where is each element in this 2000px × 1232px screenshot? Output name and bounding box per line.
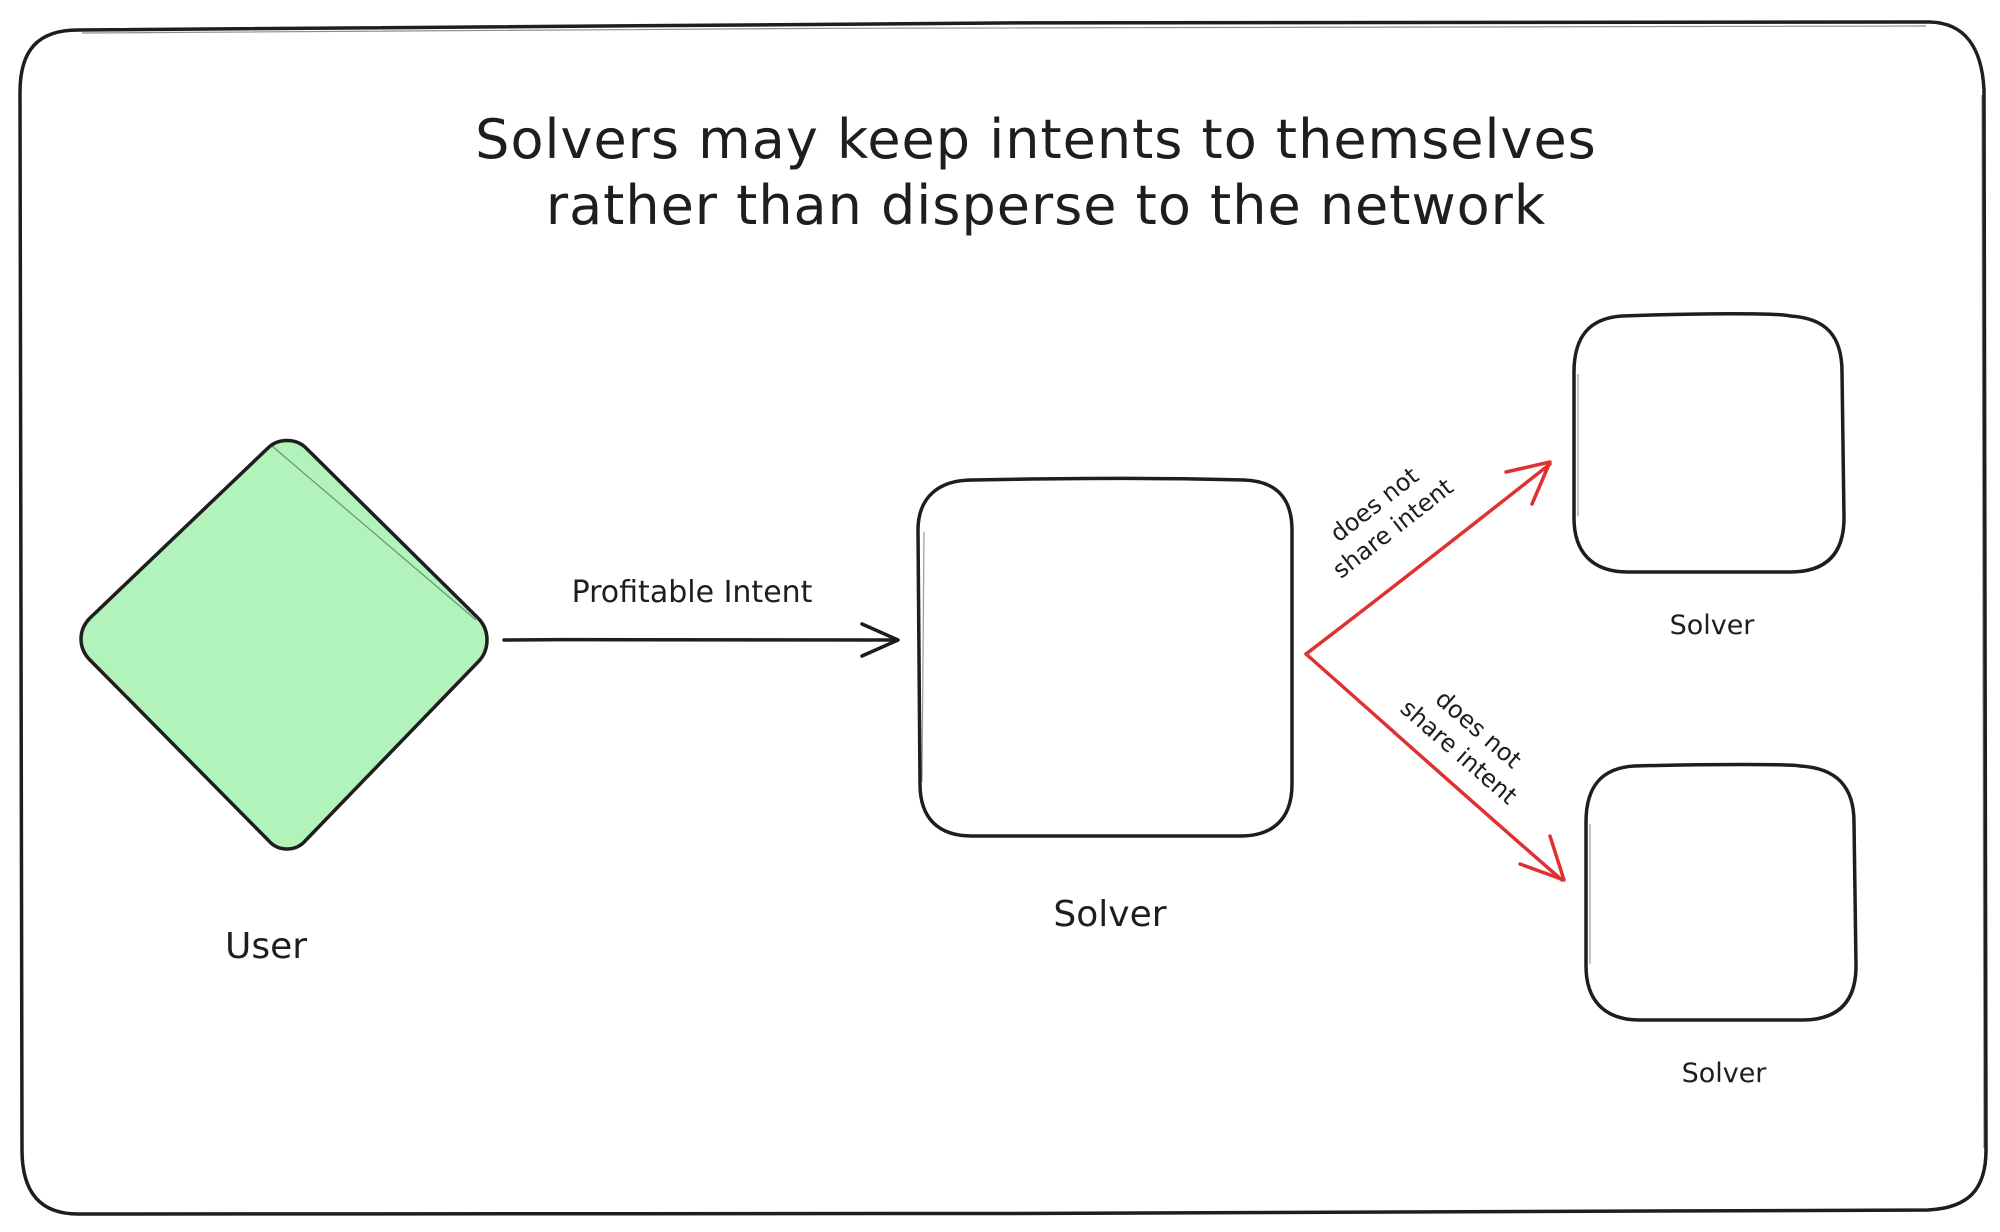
arrow-solver-to-top-head xyxy=(1504,460,1552,506)
user-node-diamond-sketch xyxy=(95,445,477,621)
solver-top-node-label: Solver xyxy=(1670,610,1756,641)
arrow-solver-to-bottom xyxy=(1304,652,1564,882)
diagram-title-line-2: rather than disperse to the network xyxy=(546,174,1546,237)
outer-frame-sketch xyxy=(81,25,1985,1149)
solver-bottom-node-box xyxy=(1584,762,1858,1022)
solver-main-node-box-sketch xyxy=(921,531,925,783)
solver-top-node-box xyxy=(1572,312,1846,574)
arrow-user-to-solver-label: Profitable Intent xyxy=(572,575,813,610)
user-node-diamond xyxy=(79,438,489,851)
solver-main-node-label: Solver xyxy=(1053,894,1166,935)
solver-main-node-box xyxy=(916,476,1294,838)
arrow-user-to-solver-head xyxy=(860,622,900,658)
arrow-solver-to-top xyxy=(1304,462,1552,656)
solver-bottom-node-label: Solver xyxy=(1682,1058,1768,1089)
user-node-label: User xyxy=(225,926,307,967)
arrow-solver-to-bottom-head xyxy=(1518,834,1566,882)
diagram-title-line-1: Solvers may keep intents to themselves xyxy=(475,108,1597,171)
